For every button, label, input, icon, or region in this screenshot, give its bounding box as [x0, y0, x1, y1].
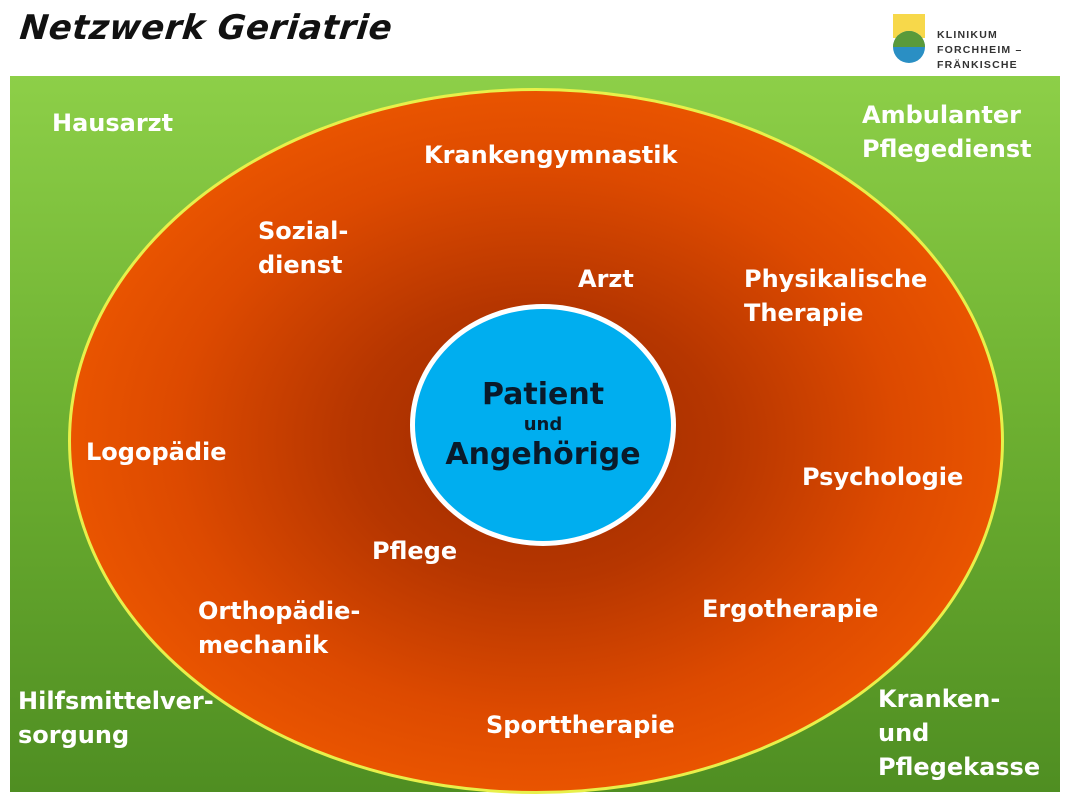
label-hausarzt: Hausarzt	[52, 109, 174, 137]
logo-line-1: KLINIKUM FORCHHEIM –	[937, 29, 1023, 56]
label-pflege: Pflege	[372, 537, 458, 565]
label-sozialdienst: Sozial- dienst	[258, 217, 349, 279]
patient-circle: Patient und Angehörige	[410, 304, 676, 546]
label-ambulanter-pflegedienst: Ambulanter Pflegedienst	[862, 101, 1032, 163]
label-orthopaediemechanik: Orthopädie- mechanik	[198, 597, 361, 659]
label-kranken-und-pflegekasse: Kranken- und Pflegekasse	[878, 685, 1041, 781]
label-logopaedie: Logopädie	[86, 438, 227, 466]
label-hilfsmittelversorgung: Hilfsmittelver- sorgung	[18, 687, 214, 749]
page-title: Netzwerk Geriatrie	[17, 8, 395, 48]
label-krankengymnastik: Krankengymnastik	[424, 141, 678, 169]
center-line-3: Angehörige	[445, 437, 641, 472]
header: Netzwerk Geriatrie KLINIKUM FORCHHEIM – …	[0, 0, 1071, 86]
clinic-logo-icon	[893, 14, 925, 63]
center-line-2: und	[523, 414, 563, 435]
label-sporttherapie: Sporttherapie	[486, 711, 675, 739]
label-psychologie: Psychologie	[802, 463, 964, 491]
label-ergotherapie: Ergotherapie	[702, 595, 879, 623]
clinic-logo-text: KLINIKUM FORCHHEIM – FRÄNKISCHE SCHWEIZ	[937, 28, 1061, 88]
clinic-logo: KLINIKUM FORCHHEIM – FRÄNKISCHE SCHWEIZ	[891, 14, 1061, 86]
center-line-1: Patient	[481, 377, 605, 412]
label-physikalische-therapie: Physikalische Therapie	[744, 265, 928, 327]
label-arzt: Arzt	[578, 265, 634, 293]
